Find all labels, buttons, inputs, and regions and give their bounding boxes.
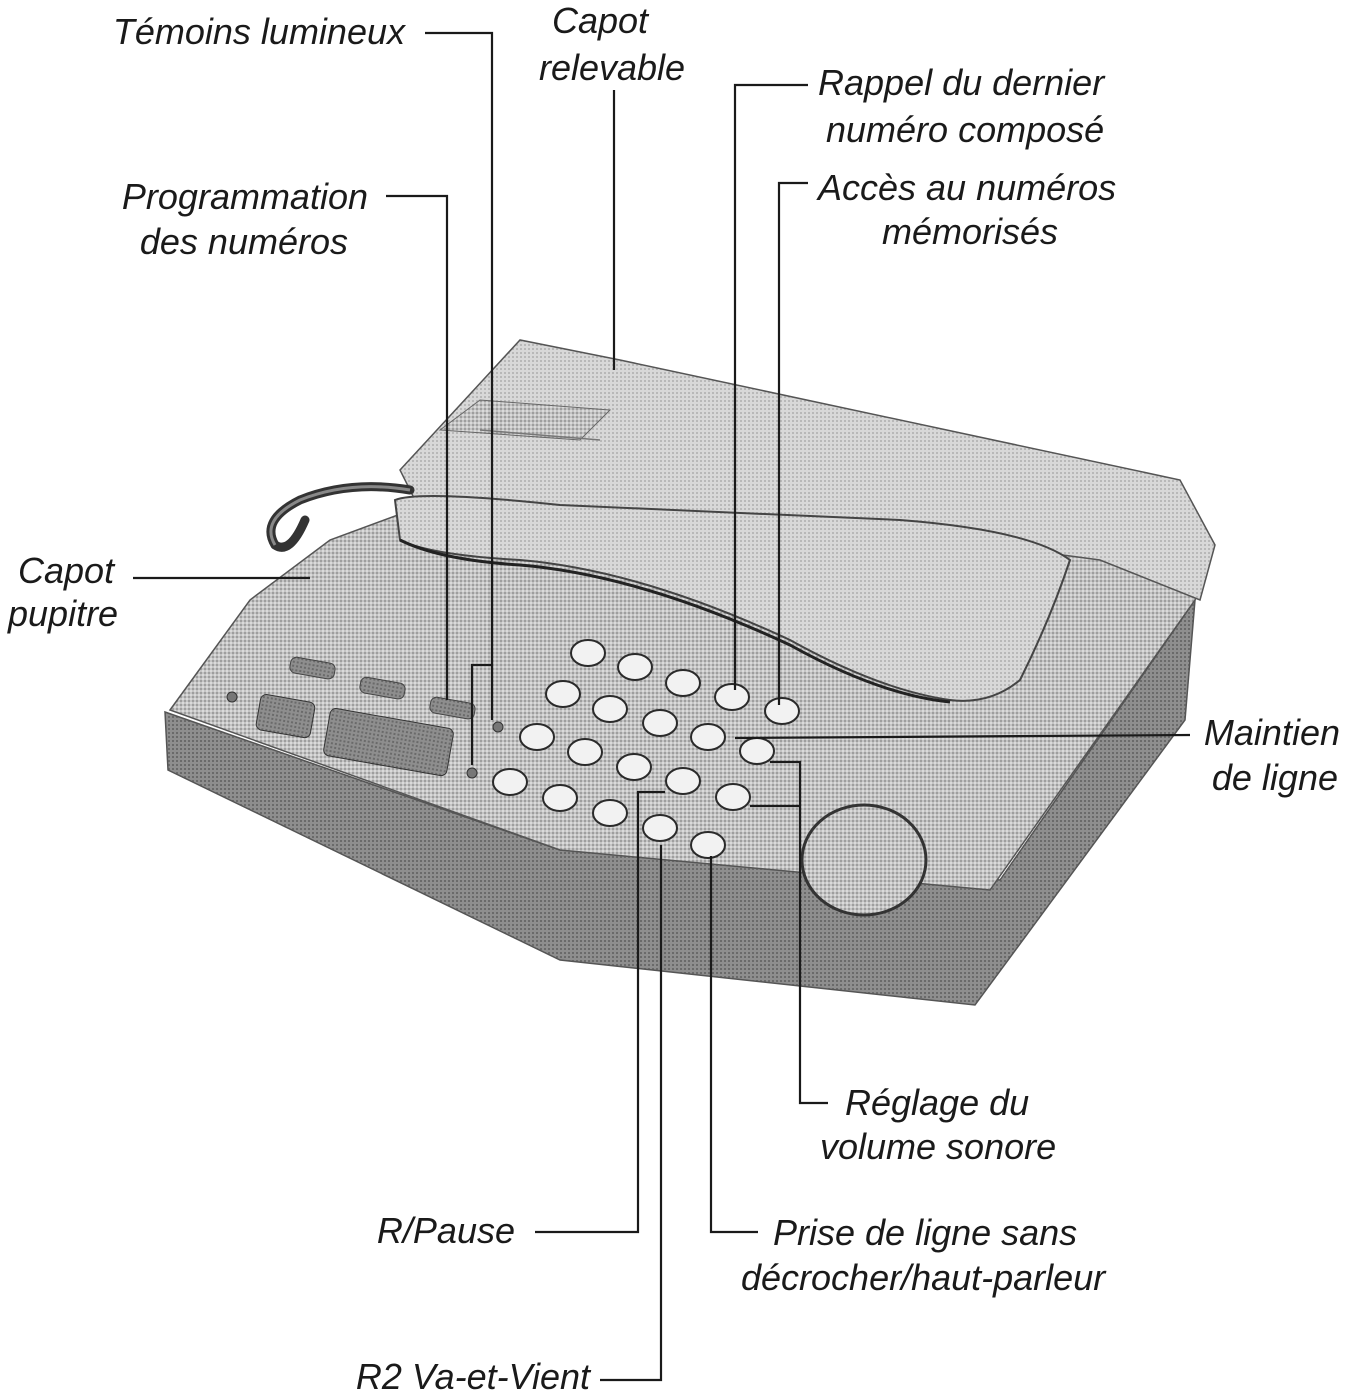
label-capot-relevable-2: relevable (539, 47, 685, 88)
label-prise-1: Prise de ligne sans (773, 1212, 1077, 1253)
callout-labels: Témoins lumineux Capot relevable Rappel … (7, 0, 1340, 1395)
label-programmation-2: des numéros (140, 221, 348, 262)
button-rect-1 (289, 656, 336, 680)
label-r2: R2 Va-et-Vient (356, 1356, 592, 1395)
label-programmation-1: Programmation (122, 176, 368, 217)
label-rappel-1: Rappel du dernier (818, 62, 1106, 103)
speaker (800, 803, 928, 917)
label-capot-pupitre-2: pupitre (7, 593, 118, 634)
button-rect-2 (359, 676, 406, 700)
label-maintien-1: Maintien (1204, 712, 1340, 753)
label-rappel-2: numéro composé (826, 109, 1104, 150)
label-capot-relevable-1: Capot (552, 0, 650, 41)
button-big-1 (255, 694, 316, 739)
leader-lines (133, 31, 1191, 1382)
label-prise-2: décrocher/haut-parleur (741, 1257, 1107, 1298)
label-reglage-2: volume sonore (820, 1126, 1056, 1167)
label-acces-1: Accès au numéros (816, 167, 1116, 208)
led-3 (466, 767, 478, 779)
label-rpause: R/Pause (377, 1210, 515, 1251)
label-reglage-1: Réglage du (845, 1082, 1029, 1123)
keypad (492, 639, 800, 859)
telephone-illustration (164, 339, 1216, 1006)
label-maintien-2: de ligne (1212, 757, 1338, 798)
button-big-2 (323, 708, 454, 777)
label-acces-2: mémorisés (882, 211, 1058, 252)
handset (393, 495, 1072, 702)
led-1 (226, 691, 238, 703)
button-rect-3 (429, 696, 476, 720)
label-temoins: Témoins lumineux (113, 11, 407, 52)
label-capot-pupitre-1: Capot (18, 550, 116, 591)
led-2 (492, 721, 504, 733)
